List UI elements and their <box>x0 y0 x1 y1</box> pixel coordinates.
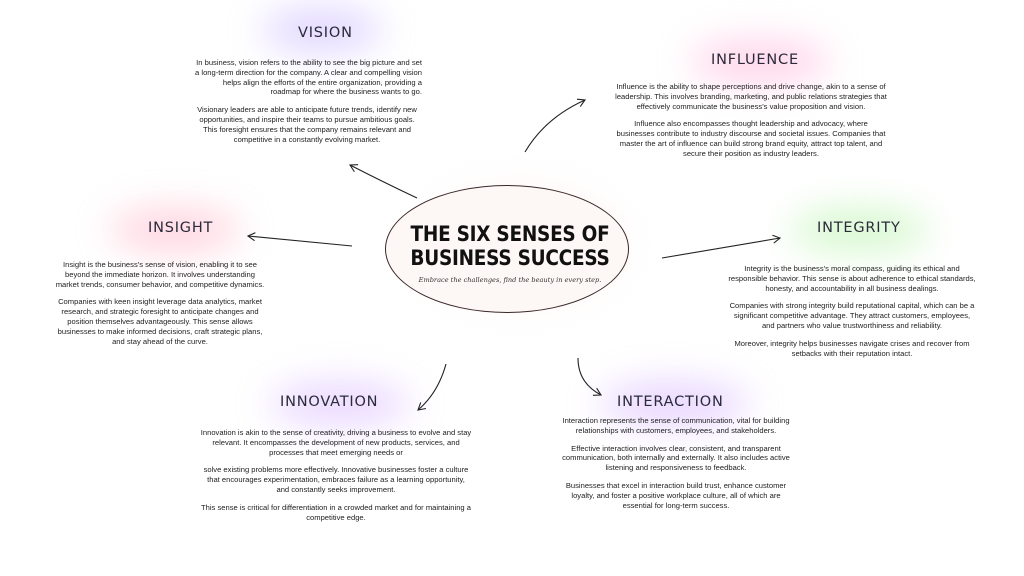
center-title: THE SIX SENSES OF BUSINESS SUCCESS <box>409 222 611 270</box>
arrow-to-influence <box>524 98 587 153</box>
arrow-to-interaction <box>577 357 602 396</box>
influence-paragraph-1: Influence is the ability to shape percep… <box>615 82 887 111</box>
center-title-line1: THE SIX SENSES OF <box>410 222 610 246</box>
vision-glow <box>262 8 382 52</box>
vision-text: In business, vision refers to the abilit… <box>192 58 422 152</box>
innovation-text: Innovation is akin to the sense of creat… <box>200 428 472 530</box>
innovation-paragraph-3: This sense is critical for differentiati… <box>201 502 471 522</box>
interaction-text: Interaction represents the sense of comm… <box>560 416 792 518</box>
arrow-to-vision <box>349 164 418 199</box>
vision-paragraph-2: Visionary leaders are able to anticipate… <box>197 105 417 144</box>
integrity-glow <box>790 208 930 252</box>
integrity-heading: INTEGRITY <box>817 220 901 236</box>
innovation-paragraph-2: solve existing problems more effectively… <box>203 465 469 494</box>
insight-paragraph-1: Insight is the business's sense of visio… <box>55 260 265 289</box>
arrow-to-insight <box>246 232 353 247</box>
vision-paragraph-1: In business, vision refers to the abilit… <box>195 58 422 97</box>
innovation-heading: INNOVATION <box>280 394 379 410</box>
interaction-paragraph-3: Businesses that excel in interaction bui… <box>565 480 787 510</box>
arrow-to-innovation <box>417 363 447 411</box>
influence-text: Influence is the ability to shape percep… <box>615 82 887 167</box>
insight-heading: INSIGHT <box>148 220 214 236</box>
center-ellipse <box>385 185 629 313</box>
arrow-to-integrity <box>661 234 782 259</box>
influence-paragraph-2: Influence also encompasses thought leade… <box>616 119 886 158</box>
interaction-paragraph-2: Effective interaction involves clear, co… <box>562 443 790 473</box>
interaction-paragraph-1: Interaction represents the sense of comm… <box>562 416 790 435</box>
influence-heading: INFLUENCE <box>711 52 799 68</box>
vision-heading: VISION <box>298 25 353 41</box>
influence-glow <box>690 40 830 84</box>
center-title-line2: BUSINESS SUCCESS <box>410 246 610 270</box>
innovation-paragraph-1: Innovation is akin to the sense of creat… <box>200 428 472 457</box>
interaction-heading: INTERACTION <box>617 394 724 410</box>
integrity-paragraph-1: Integrity is the business's moral compas… <box>728 264 976 293</box>
insight-paragraph-2: Companies with keen insight leverage dat… <box>57 297 263 346</box>
interaction-glow <box>600 382 750 426</box>
insight-text: Insight is the business's sense of visio… <box>55 260 265 354</box>
center-subtitle: Embrace the challenges, find the beauty … <box>418 276 602 284</box>
insight-glow <box>110 208 240 252</box>
integrity-paragraph-3: Moreover, integrity helps businesses nav… <box>734 338 970 358</box>
integrity-text: Integrity is the business's moral compas… <box>728 264 976 366</box>
integrity-paragraph-2: Companies with strong integrity build re… <box>729 301 975 330</box>
innovation-glow <box>270 382 410 426</box>
